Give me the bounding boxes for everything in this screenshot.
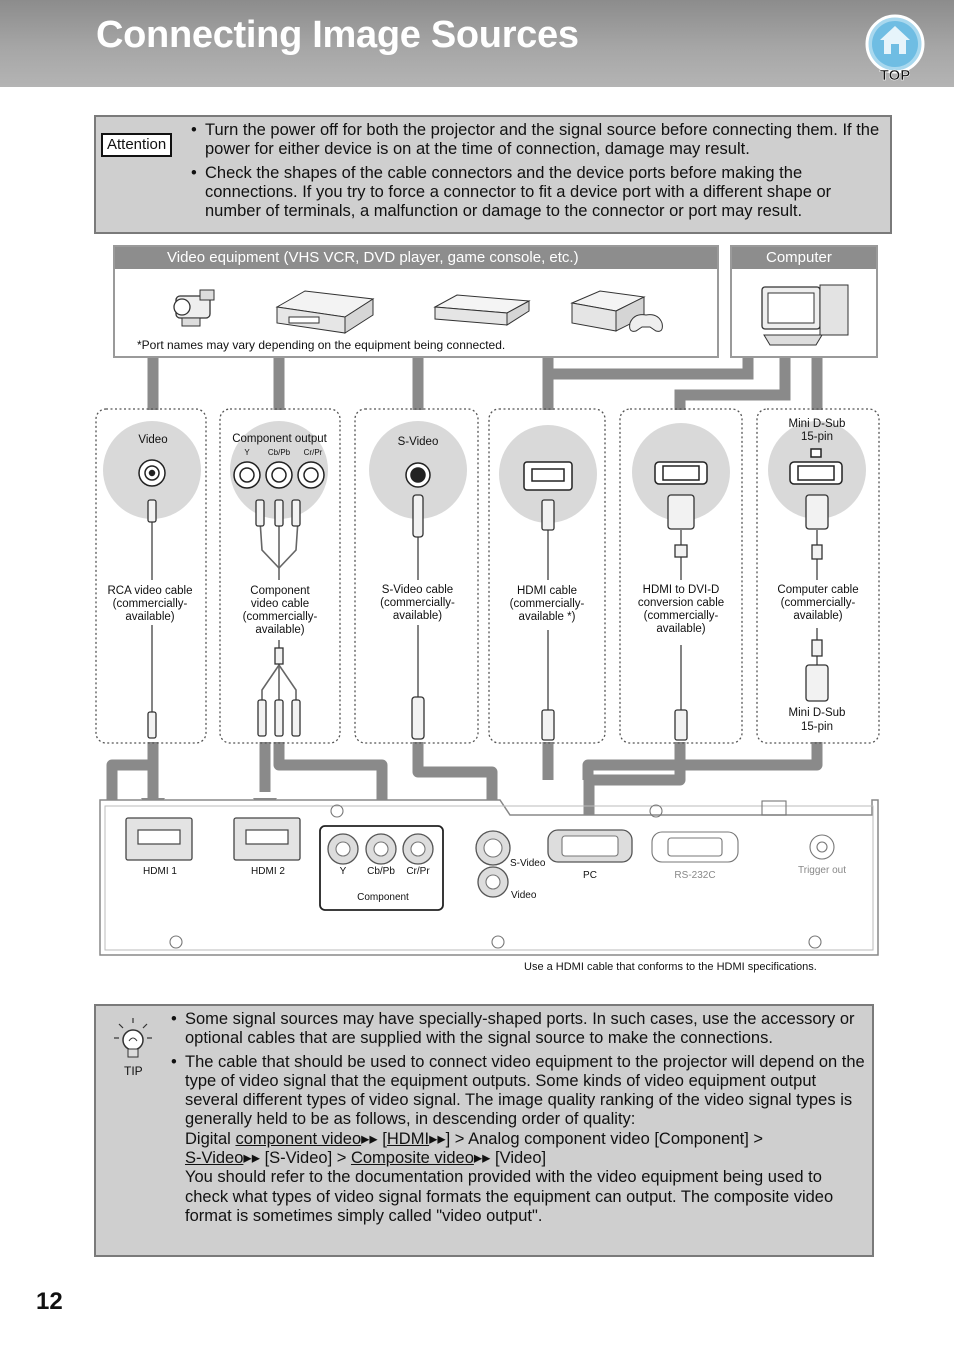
tip-item: Some signal sources may have specially-s… — [171, 1010, 866, 1049]
connection-diagram — [95, 358, 880, 956]
page-title: Connecting Image Sources — [96, 14, 579, 56]
svg-text:TOP: TOP — [880, 67, 911, 82]
rs232c-port-label: RS-232C — [674, 870, 716, 881]
s-video-link[interactable]: S-Video — [185, 1149, 244, 1168]
top-home-icon[interactable]: TOP — [862, 14, 928, 82]
game-console-icon — [570, 290, 663, 332]
video-equipment-panel: Video equipment (VHS VCR, DVD player, ga… — [113, 245, 719, 358]
camcorder-icon — [173, 289, 215, 327]
hdmi2-port-label: HDMI 2 — [251, 866, 285, 877]
minidsub-bottom-pin-label: 15-pin — [801, 721, 833, 733]
component-output-label: Component output — [232, 433, 327, 445]
tip-item: The cable that should be used to connect… — [171, 1053, 866, 1227]
y-port-label: Y — [339, 866, 347, 877]
cr-port-label: Cr/Pr — [406, 866, 430, 877]
computer-panel: Computer — [730, 245, 878, 358]
pc-port-label: PC — [583, 870, 597, 881]
composite-video-link[interactable]: Composite video — [350, 1149, 474, 1168]
svideo-projector-label: S-Video — [510, 858, 546, 869]
page-number: 12 — [36, 1288, 63, 1315]
dvd-player-icon — [433, 294, 531, 326]
component-cb-label: Cb/Pb — [267, 448, 291, 457]
rca-cable-label: RCA video cable(commercially-available) — [98, 585, 202, 624]
computer-cable-label: Computer cable(commercially-available) — [760, 584, 876, 623]
page-header: Connecting Image Sources TOP — [0, 0, 954, 87]
vcr-icon — [275, 290, 375, 334]
trigger-out-label: Trigger out — [798, 865, 846, 876]
component-group-label: Component — [357, 892, 409, 903]
hdmi-cable-label: HDMI cable(commercially-available *) — [492, 585, 602, 624]
component-cr-label: Cr/Pr — [303, 448, 323, 457]
link-arrow-icon: ▸▸ — [361, 1129, 378, 1148]
tip-label: TIP — [124, 1064, 143, 1078]
hdmi-link[interactable]: HDMI — [386, 1129, 430, 1148]
svideo-cable-label: S-Video cable(commercially-available) — [360, 584, 475, 623]
minidsub-pin-label: 15-pin — [801, 431, 833, 443]
attention-list: Turn the power off for both the projecto… — [191, 121, 886, 225]
minidsub-bottom-label: Mini D-Sub — [788, 707, 846, 719]
hdmi-spec-note: Use a HDMI cable that conforms to the HD… — [524, 961, 817, 973]
link-arrow-icon: ▸▸ — [473, 1149, 491, 1168]
component-y-label: Y — [244, 448, 250, 457]
link-arrow-icon: ▸▸ — [243, 1149, 260, 1168]
minidsub-port-label: Mini D-Sub — [788, 418, 846, 430]
svideo-port-label: S-Video — [397, 436, 439, 448]
component-video-link[interactable]: component video — [235, 1129, 362, 1148]
port-name-note: *Port names may vary depending on the eq… — [137, 338, 506, 352]
attention-label: Attention — [101, 133, 173, 157]
video-port-label: Video — [138, 434, 168, 446]
link-arrow-icon: ▸▸ — [429, 1129, 446, 1148]
video-equipment-title: Video equipment (VHS VCR, DVD player, ga… — [115, 247, 717, 269]
video-projector-label: Video — [511, 890, 537, 901]
computer-title: Computer — [732, 247, 876, 269]
lightbulb-tip-icon — [114, 1018, 152, 1058]
tip-list: Some signal sources may have specially-s… — [171, 1010, 866, 1230]
cb-port-label: Cb/Pb — [367, 866, 395, 877]
hdmi1-port-label: HDMI 1 — [143, 866, 177, 877]
computer-icon — [761, 284, 849, 346]
attention-item: Turn the power off for both the projecto… — [191, 121, 886, 160]
attention-item: Check the shapes of the cable connectors… — [191, 164, 886, 222]
